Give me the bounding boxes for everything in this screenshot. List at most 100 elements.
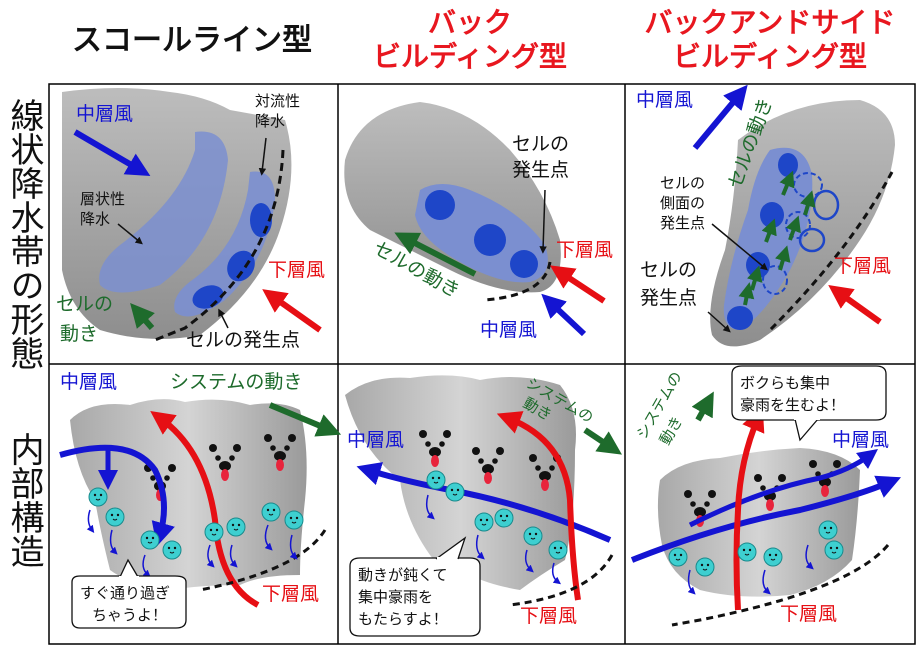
low-wind-arrow [549,265,606,304]
pointer [218,308,229,329]
rain-streak [289,534,298,560]
rain-streak [425,494,435,520]
pointer [711,223,768,271]
mid-wind-arrow-2 [688,449,879,528]
cell [727,306,753,330]
raindrop [824,540,844,560]
header-back-building-line2: ビルディング型 [373,40,567,73]
side-origin-label-1: セルの [660,174,705,192]
pointer [258,137,267,176]
system-motion-arrow [268,402,342,437]
origin-label: セルの発生点 [186,329,300,351]
cell [760,202,784,228]
rain-streak [109,529,118,555]
system-motion-arrow [583,427,622,455]
rain-streak [475,534,485,560]
gust-front [154,149,285,342]
raindrop [140,530,160,550]
low-wind-arrow [150,411,260,608]
mid-wind-arrow [630,475,902,563]
origin-label-1: セルの [512,133,569,155]
system-motion-label: システムの動き [170,371,302,393]
bubble-line-1: 動きが鈍くて [358,566,448,584]
rain-streak [762,569,771,595]
header-squall-line: スコールライン型 [72,23,312,58]
panel-grid [48,83,916,645]
rain-streak [687,569,696,595]
bubble-line-3: もたらすよ！ [358,610,448,628]
cell-motion-arrow [761,218,777,243]
rain-streak [86,509,95,534]
speech-bubble: すぐ通り過ぎ ちゃうよ！ [71,558,187,629]
low-wind-label: 下層風 [780,603,837,625]
bubble-line-2: 豪雨を生むよ！ [740,396,845,414]
side-cell [785,211,811,239]
cell-motion-arrow [738,282,755,306]
cell-motion-arrow [775,245,791,271]
rain-streak [551,562,561,585]
low-wind-arrow [496,411,581,601]
stratiform-label-1: 層状性 [80,190,125,208]
rain-streak [805,544,814,570]
bubble-line-2: 集中豪雨を [358,588,433,606]
origin-label-1: セルの [640,259,697,281]
raindrop [494,508,514,528]
raindrop [105,507,125,527]
speech-bubble: ボクらも集中 豪雨を生むよ！ [731,365,887,442]
panel-back-form: セルの 発生点 セルの動き 下層風 中層風 [344,102,613,341]
raindrop [523,526,543,546]
speech-bubble: 動きが鈍くて 集中豪雨を もたらすよ！ [349,536,481,637]
cloud-tower [70,399,307,590]
cell-motion-label-2: 動き [60,323,98,345]
rain-streak [206,544,215,568]
panel-backside-internal: システムの 動き 中層風 下層風 ボクらも集中 豪雨を生むよ！ [630,365,902,627]
origin-label-2: 発生点 [512,159,569,181]
rain-streak [264,524,273,551]
rain-streak [229,544,238,568]
side-label-structure: 内部構造 [4,432,44,568]
raindrop [474,512,494,532]
cell-motion-arrow [779,170,795,196]
side-cell [798,227,826,253]
raindrop [284,510,304,530]
low-wind-arrow [733,406,765,611]
low-wind-label: 下層風 [268,259,325,281]
low-wind-arrow [828,285,882,325]
pointer [539,189,547,254]
convective-band [174,171,275,317]
cell [227,250,255,282]
header-back-side-building-line1: バックアンドサイド [645,6,896,39]
convective-label-1: 対流性 [255,92,300,110]
raindrop [695,557,715,577]
stratiform-label-2: 降水 [80,210,110,228]
raindrop [162,540,182,560]
mid-wind-arrow [692,84,748,150]
cell-motion-arrow [130,302,155,330]
low-wind-label: 下層風 [520,605,577,627]
mid-wind-label: 中層風 [636,89,693,111]
bubble-line-1: ボクらも集中 [740,374,830,392]
bubble-line-2: ちゃうよ！ [92,606,167,624]
rain-streak [524,549,534,573]
stratiform-region [99,131,229,293]
header-back-side-building-line2: ビルディング型 [673,40,867,73]
raindrop [445,482,465,502]
gust-front [671,544,890,627]
cell-motion-arrow [785,215,801,241]
low-wind-label: 下層風 [262,583,319,605]
rain-streak [142,554,151,578]
pointer [117,223,143,245]
cell-motion-label-1: セルの [56,293,113,315]
raindrop [88,487,108,507]
raindrop [548,540,568,560]
panel-squall-internal: 中層風 システムの動き 下層風 すぐ通り過ぎ ちゃうよ！ [59,371,342,629]
gust-front [768,171,894,332]
mid-wind-arrow [541,293,587,337]
panel-squall-form: 中層風 対流性 降水 層状性 降水 下層風 セルの 動き セルの発生点 [56,88,325,351]
cell [474,224,506,256]
low-wind-label: 下層風 [556,239,613,261]
system-motion-arrow [691,391,714,422]
convective-label-2: 降水 [255,112,285,130]
pointer [707,311,731,333]
